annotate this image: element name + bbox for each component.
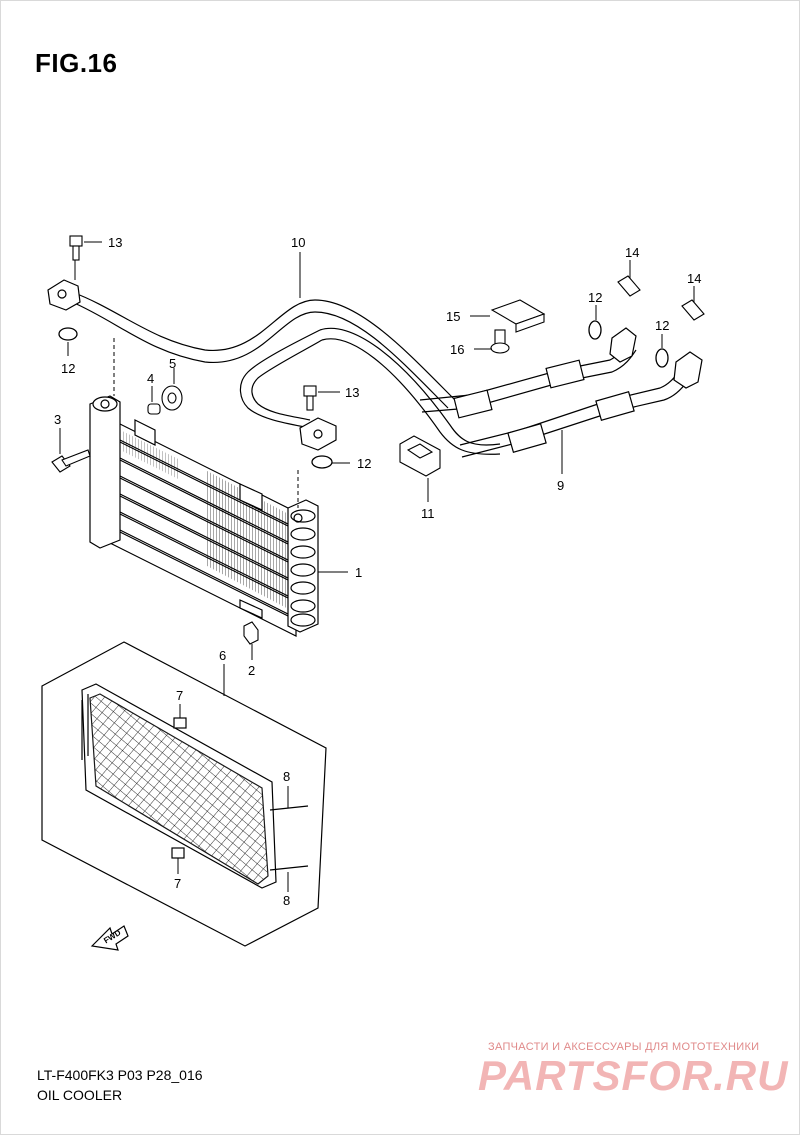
collar-4 (147, 403, 161, 415)
part-name: OIL COOLER (37, 1087, 123, 1103)
callout-8: 8 (283, 893, 290, 908)
oil-pipe-10 (47, 279, 501, 455)
callout-5: 5 (169, 356, 176, 371)
callout-8: 8 (283, 769, 290, 784)
guard-frame-outline (41, 641, 327, 947)
watermark-logo: PARTSFOR.RU (478, 1052, 789, 1099)
watermark: ЗАПЧАСТИ И АКСЕССУАРЫ ДЛЯ МОТОТЕХНИКИ PA… (470, 1030, 789, 1100)
callout-14: 14 (625, 245, 639, 260)
grommet-5 (161, 385, 183, 411)
guard-screen (89, 693, 269, 885)
callout-3: 3 (54, 412, 61, 427)
callout-14: 14 (687, 271, 701, 286)
fwd-arrow-icon: FWD (90, 925, 129, 951)
callout-12: 12 (588, 290, 602, 305)
callout-11: 11 (421, 506, 435, 521)
callout-4: 4 (147, 371, 154, 386)
callout-12: 12 (655, 318, 669, 333)
bolt-14 (617, 275, 705, 321)
callout-12: 12 (357, 456, 371, 471)
bracket-15 (490, 299, 546, 333)
callout-6: 6 (219, 648, 226, 663)
callout-7: 7 (174, 876, 181, 891)
callout-12: 12 (61, 361, 75, 376)
model-code: LT-F400FK3 P03 P28_016 (37, 1067, 203, 1083)
callout-13: 13 (108, 235, 122, 250)
watermark-tagline: ЗАПЧАСТИ И АКСЕССУАРЫ ДЛЯ МОТОТЕХНИКИ (488, 1041, 760, 1053)
oil-hoses-9 (419, 327, 703, 458)
oil-cooler-core (89, 395, 319, 637)
callout-9: 9 (557, 478, 564, 493)
figure-title: FIG.16 (35, 48, 118, 78)
grommet-11 (399, 435, 441, 477)
bolt-16 (490, 329, 510, 354)
guard-assembly-6 (41, 641, 327, 947)
leader-lines (59, 241, 695, 892)
clip-7-lower (171, 847, 185, 859)
callout-7: 7 (176, 688, 183, 703)
bolt-13-middle (303, 385, 317, 411)
clip-7-upper (173, 717, 187, 729)
bolt-13-top (69, 235, 83, 261)
callout-10: 10 (291, 235, 305, 250)
o-ring-12 (58, 320, 669, 469)
callout-13: 13 (345, 385, 359, 400)
callout-16: 16 (450, 342, 464, 357)
clip-2 (243, 621, 259, 645)
callout-2: 2 (248, 663, 255, 678)
bolt-3 (51, 449, 91, 473)
callout-15: 15 (446, 309, 460, 324)
callout-1: 1 (355, 565, 362, 580)
callout-numbers: 13 10 12 5 4 3 13 12 14 14 12 12 15 16 1… (54, 235, 701, 908)
